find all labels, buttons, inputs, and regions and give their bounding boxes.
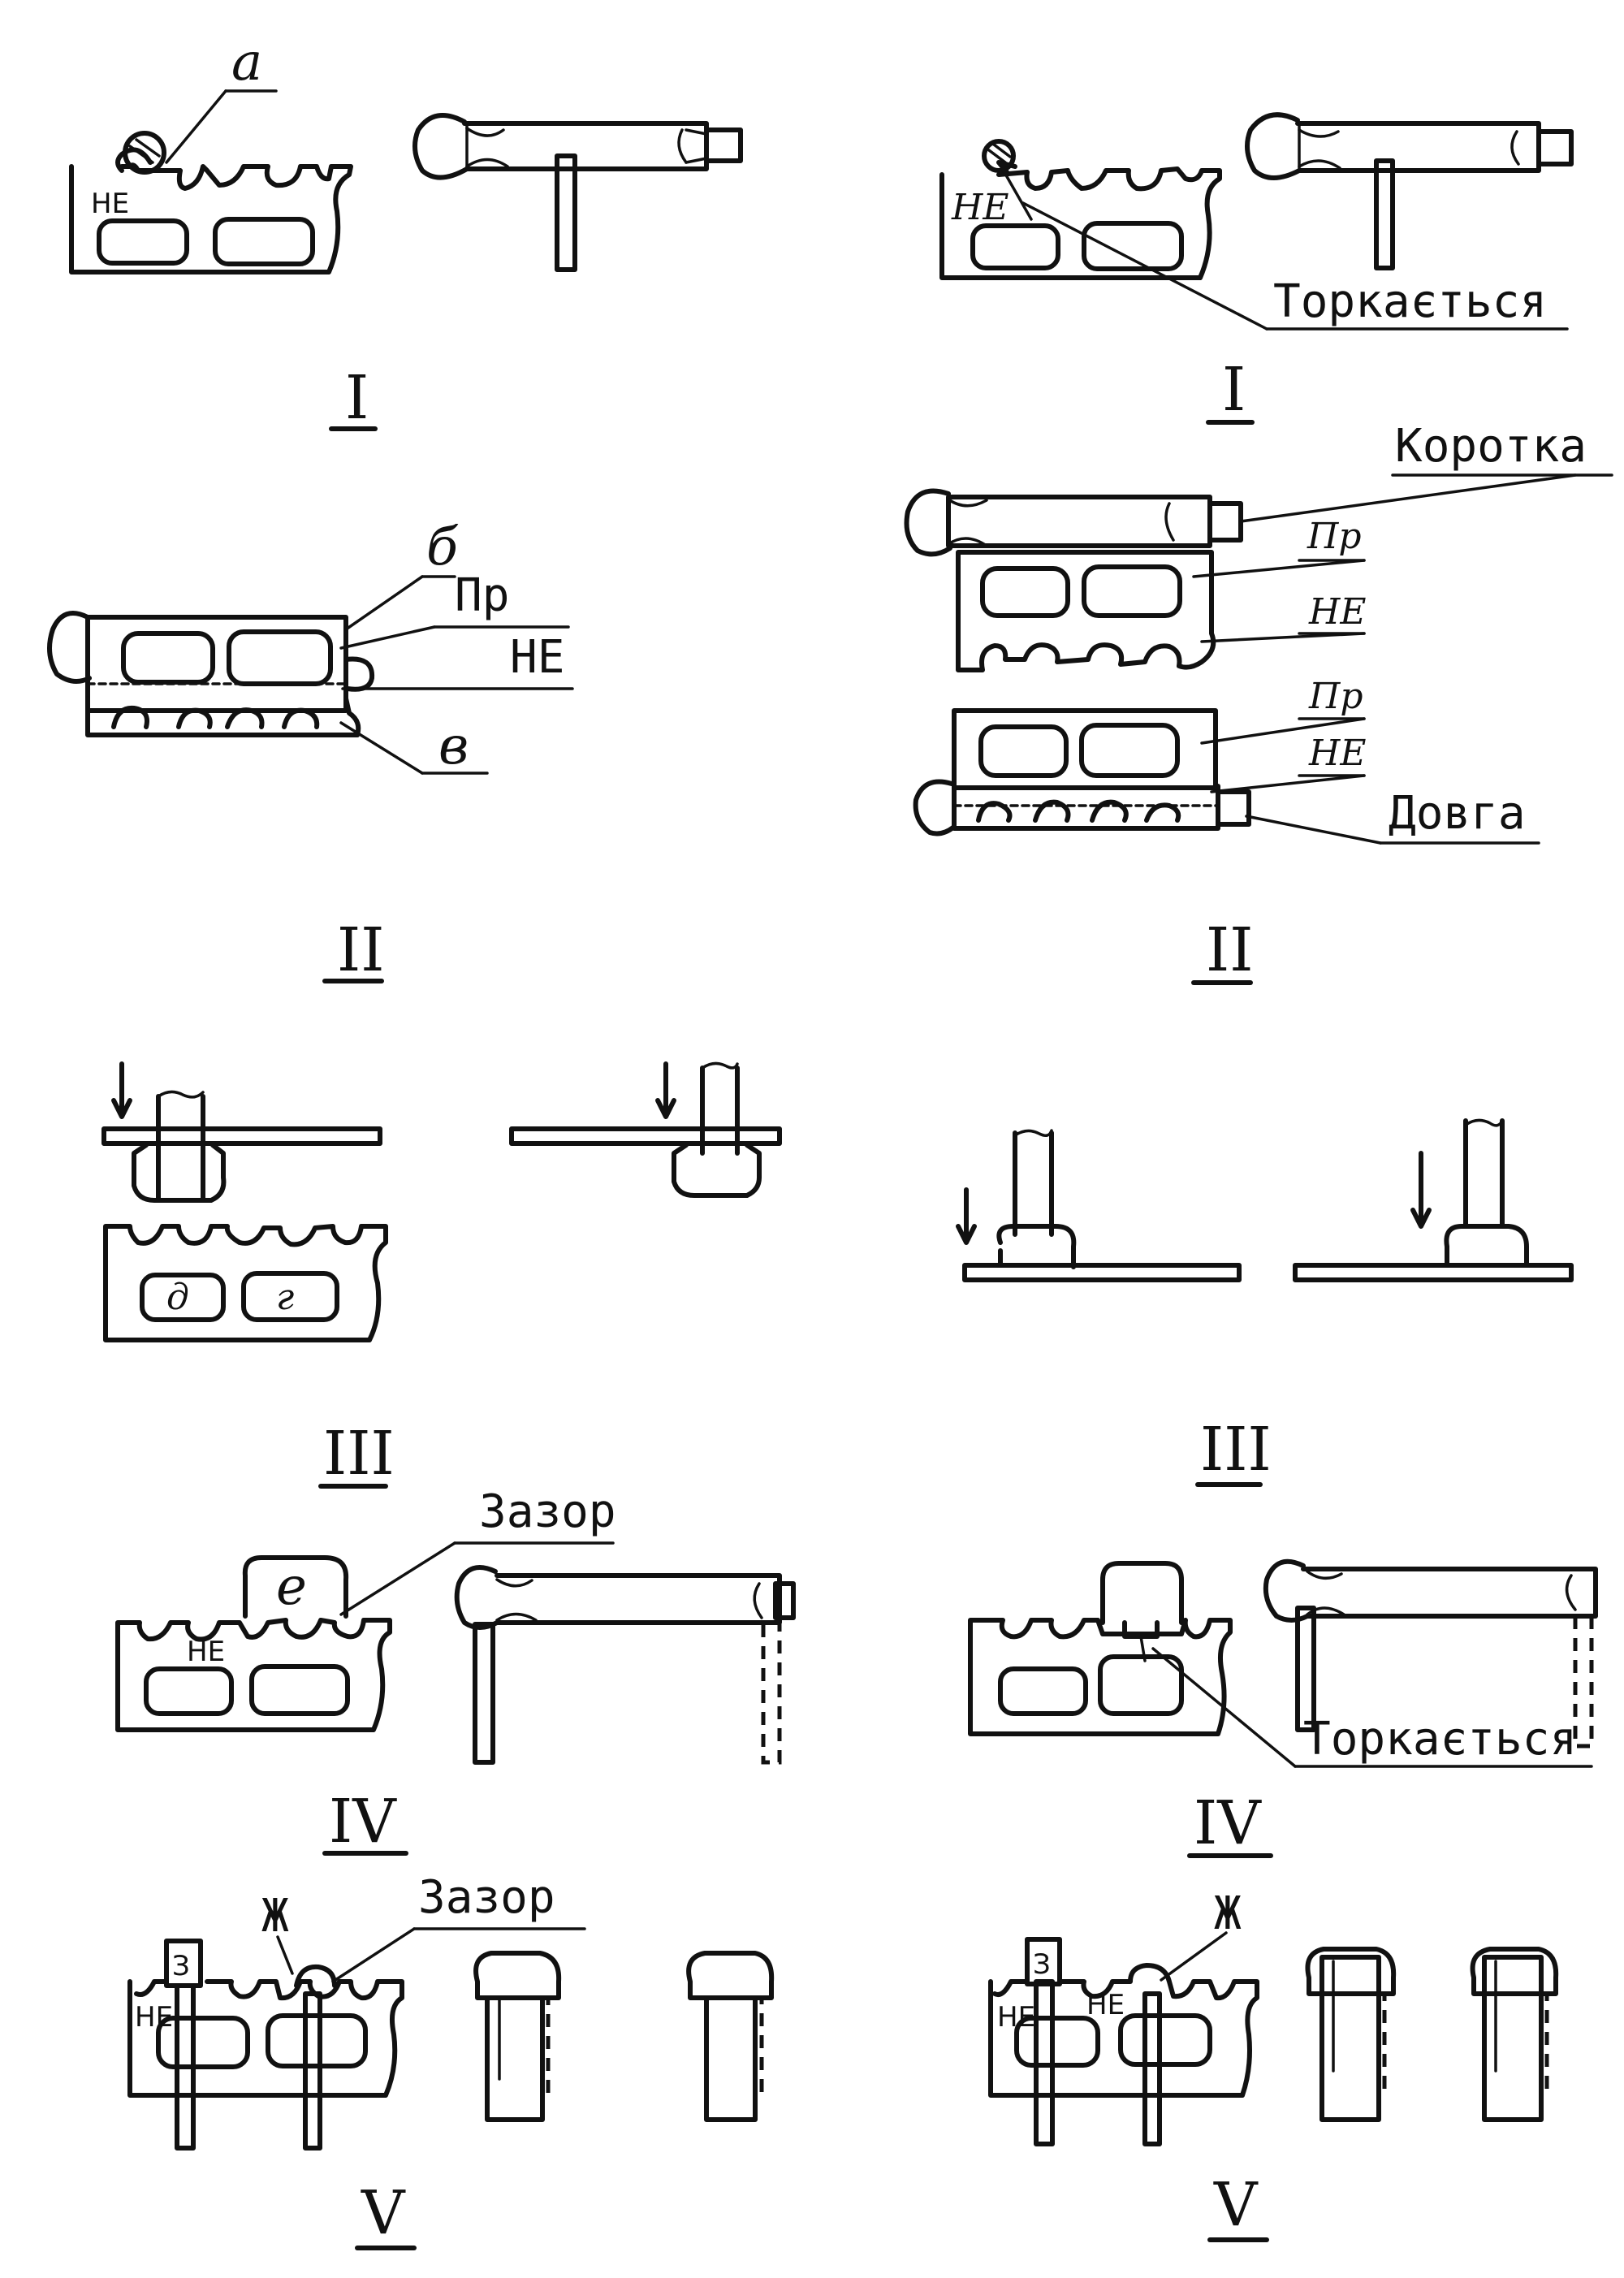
- pr-mark: Пр: [455, 569, 509, 622]
- panel-2-left: б Пр НЕ в: [47, 517, 574, 776]
- roman-numeral-3-right: III: [1200, 1415, 1272, 1485]
- label-zh: Ж: [261, 1890, 289, 1943]
- callout-short: Коротка: [1395, 420, 1587, 473]
- ne-mark-5-right-1: НЕ: [997, 2001, 1035, 2034]
- roman-numeral-2-right: II: [1206, 915, 1253, 985]
- callout-touches-1: Торкається: [1273, 275, 1547, 328]
- label-v: в: [438, 716, 469, 776]
- panel-5-left: З НЕ Ж Зазор: [127, 1871, 775, 2150]
- label-z: З: [172, 1950, 190, 1982]
- panel-2-right: Коротка Пр НЕ Пр НЕ Довга: [904, 420, 1613, 845]
- roman-numeral-4-right: IV: [1194, 1788, 1262, 1858]
- ne-mark-right: НЕ: [951, 187, 1009, 228]
- panel-3-right: [956, 1118, 1574, 1282]
- roman-numeral-2-left: II: [337, 915, 384, 985]
- label-z-right: З: [1033, 1948, 1051, 1981]
- ne-mark-right-1: НЕ: [1308, 591, 1367, 633]
- label-a: а: [231, 32, 262, 93]
- label-e: е: [276, 1557, 307, 1617]
- label-b: б: [426, 517, 459, 577]
- ne-mark-4: НЕ: [187, 1636, 225, 1668]
- callout-gap-2: Зазор: [418, 1871, 555, 1924]
- label-d: д: [166, 1277, 189, 1318]
- ne-mark-5-right-2: НЕ: [1086, 1989, 1125, 2021]
- pr-mark-right-1: Пр: [1307, 516, 1362, 557]
- roman-numeral-4-left: IV: [329, 1787, 397, 1857]
- panel-4-right: Торкається: [968, 1558, 1598, 1768]
- hatched-pin: [982, 139, 1016, 173]
- roman-numeral-5-right: V: [1213, 2170, 1259, 2240]
- ne-mark-2: НЕ: [510, 631, 564, 684]
- callout-gap-1: Зазор: [479, 1485, 616, 1538]
- label-g: г: [276, 1277, 294, 1318]
- roman-numeral-3-left: III: [323, 1419, 395, 1489]
- panel-1-right: НЕ Торкається: [939, 112, 1574, 331]
- label-zh-right: Ж: [1214, 1887, 1242, 1940]
- panel-1-left: НЕ а: [69, 32, 743, 274]
- panel-5-right: З НЕ НЕ Ж: [988, 1887, 1559, 2146]
- callout-touches-2: Торкається: [1303, 1713, 1577, 1766]
- ne-mark-5: НЕ: [135, 2001, 173, 2034]
- pr-mark-right-2: Пр: [1308, 676, 1363, 717]
- roman-numeral-1-right: I: [1222, 355, 1246, 425]
- callout-long: Довга: [1389, 787, 1526, 840]
- roman-numeral-5-left: V: [361, 2178, 406, 2248]
- panel-4-left: е НЕ Зазор: [115, 1485, 796, 1765]
- roman-numeral-1-left: I: [345, 363, 369, 433]
- ne-mark-right-2: НЕ: [1308, 733, 1367, 774]
- panel-3-left: д г: [102, 1061, 782, 1342]
- ne-mark: НЕ: [91, 188, 129, 220]
